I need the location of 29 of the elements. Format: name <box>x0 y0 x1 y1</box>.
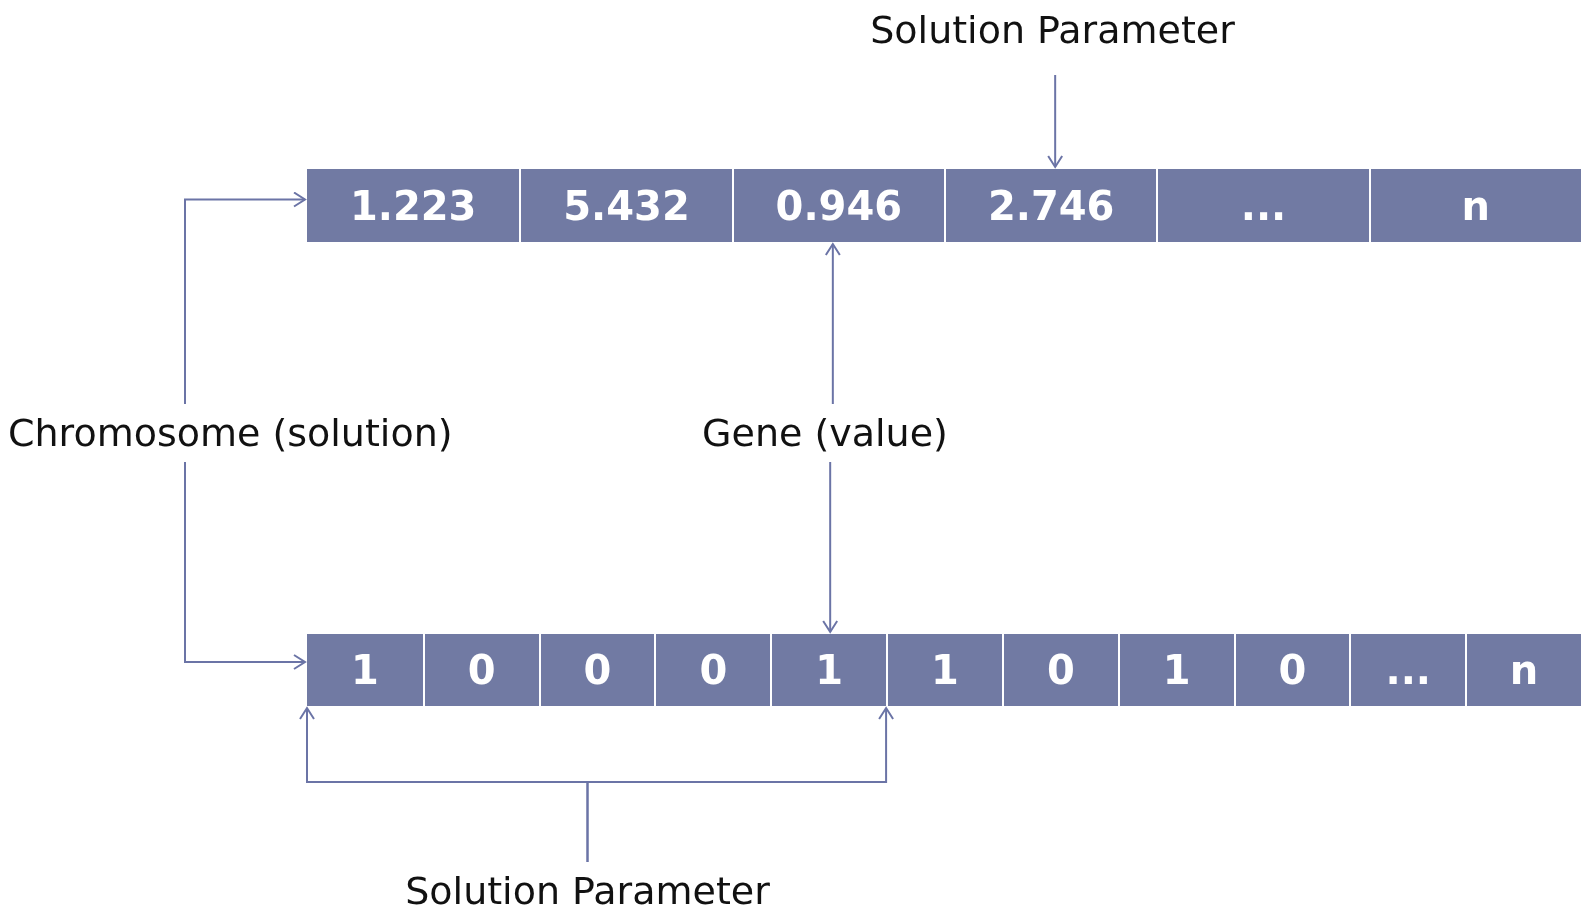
arrow <box>1047 74 1064 168</box>
gene-cell: ... <box>1349 634 1466 706</box>
arrow <box>586 707 895 863</box>
gene-cell: 1.223 <box>307 169 520 242</box>
arrow <box>822 461 839 633</box>
gene-cell: 2.746 <box>944 169 1157 242</box>
gene-cell: 0 <box>654 634 771 706</box>
arrow <box>824 243 841 405</box>
gene-cell: 1 <box>307 634 423 706</box>
gene-cell: 0 <box>1233 634 1350 706</box>
gene-cell: 1 <box>770 634 887 706</box>
chromosome-bar <box>307 634 1581 706</box>
callout-label: Gene (value) <box>700 408 950 458</box>
callout-label: Chromosome (solution) <box>8 408 488 458</box>
chromosome-bar <box>307 169 1581 242</box>
gene-cell: ... <box>1156 169 1369 242</box>
gene-cell: 0 <box>422 634 539 706</box>
gene-cell: 1 <box>886 634 1002 706</box>
callout-label: Solution Parameter <box>850 5 1255 55</box>
gene-cell: 0.946 <box>731 169 944 242</box>
gene-cell: 0 <box>1001 634 1118 706</box>
gene-cell: 5.432 <box>519 169 732 242</box>
gene-cell: n <box>1465 634 1581 706</box>
gene-cell: 0 <box>538 634 655 706</box>
arrow <box>184 191 306 405</box>
callout-label: Solution Parameter <box>385 866 790 916</box>
arrow <box>184 461 306 670</box>
gene-cell: n <box>1368 169 1581 242</box>
gene-cell: 1 <box>1117 634 1234 706</box>
